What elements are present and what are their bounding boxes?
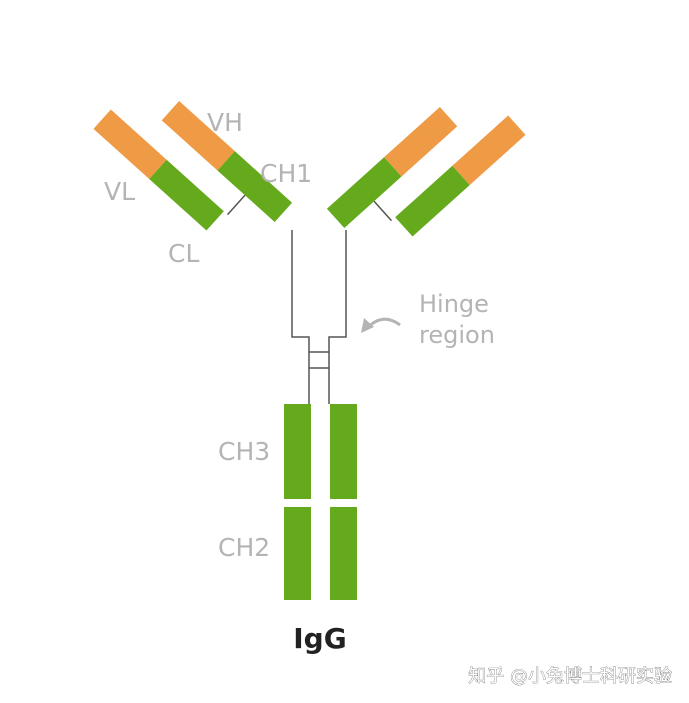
right-ch1-domain	[326, 157, 402, 229]
label-ch1: CH1	[260, 159, 312, 188]
right-ch2-domain	[330, 507, 357, 600]
right-ch3-domain	[330, 404, 357, 499]
fc-region	[284, 404, 357, 600]
label-vl: VL	[104, 177, 135, 206]
right-hinge-line	[328, 230, 347, 404]
right-fab-disulfide	[373, 200, 393, 222]
left-hinge-line	[291, 230, 310, 404]
label-cl: CL	[168, 239, 199, 268]
right-vh-domain	[384, 106, 458, 177]
watermark-text: 知乎 @小兔博士科研实验	[468, 666, 672, 687]
left-vl-domain	[93, 109, 167, 180]
right-fab-arm	[326, 106, 526, 237]
left-cl-domain	[149, 159, 224, 231]
left-ch1-domain	[217, 151, 293, 223]
label-vh: VH	[207, 108, 243, 137]
label-region: region	[419, 321, 495, 349]
left-vh-domain	[161, 100, 235, 171]
label-ch2: CH2	[218, 533, 270, 562]
left-ch3-domain	[284, 404, 311, 499]
left-ch2-domain	[284, 507, 311, 600]
left-fab-arm	[93, 100, 293, 231]
diagram-title: IgG	[293, 622, 346, 655]
hinge-connectors	[291, 230, 347, 404]
label-hinge: Hinge	[419, 290, 489, 318]
right-vl-domain	[452, 115, 526, 186]
label-ch3: CH3	[218, 437, 270, 466]
hinge-pointer-icon	[361, 317, 401, 333]
left-fab-disulfide	[226, 194, 246, 216]
right-cl-domain	[395, 165, 470, 237]
